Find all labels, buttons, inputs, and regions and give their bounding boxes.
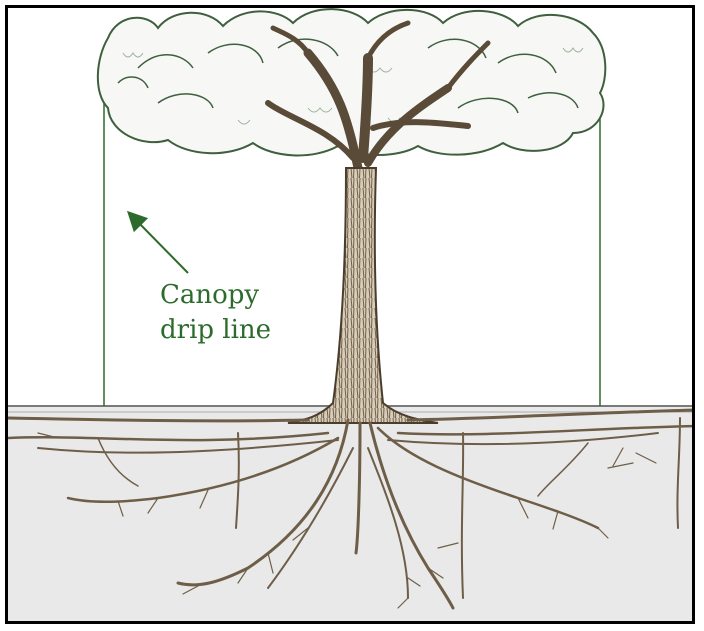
tree-diagram: Canopy drip line — [8, 8, 695, 624]
canopy-label: Canopy — [160, 280, 259, 310]
diagram-frame: Canopy drip line — [5, 5, 695, 624]
tree-trunk — [288, 168, 438, 423]
drip-line-label: drip line — [160, 315, 271, 345]
arrow-up-left-icon — [134, 218, 188, 273]
